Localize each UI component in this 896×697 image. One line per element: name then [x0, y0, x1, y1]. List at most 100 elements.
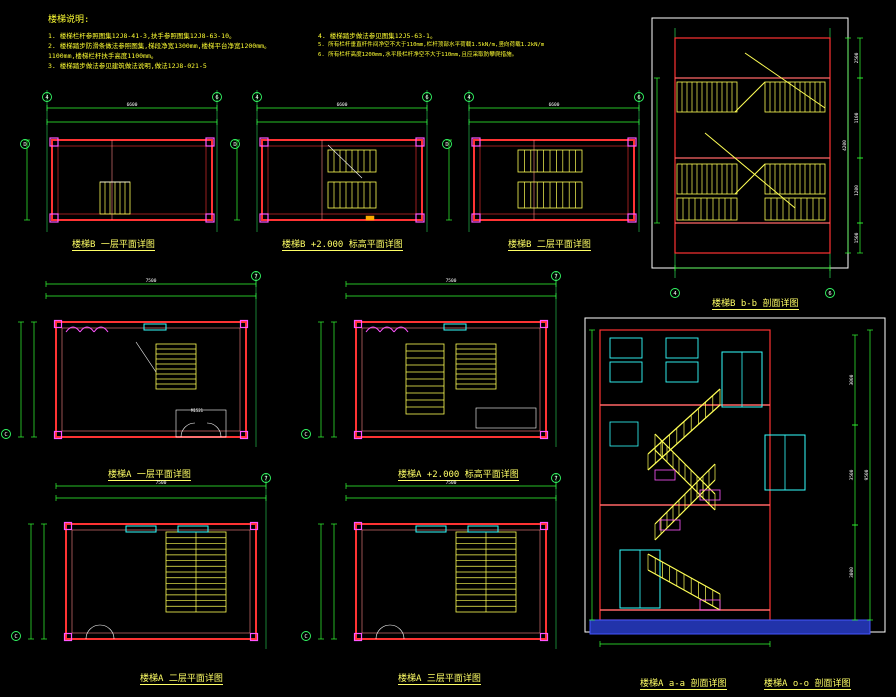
section-a-flight — [647, 553, 721, 611]
stair-flight-b1 — [99, 181, 131, 215]
column — [627, 137, 637, 147]
axis-6-bubble — [825, 288, 835, 298]
column — [539, 632, 549, 642]
plan-title-a-3f: 楼梯A 三层平面详图 — [398, 674, 481, 685]
column — [259, 137, 269, 147]
note-line: 3. 楼梯踏步做法参见建筑做法说明,做法12J8-021-5 — [48, 62, 207, 70]
section-b-walls — [674, 37, 831, 254]
handrail — [647, 388, 721, 455]
stringer — [744, 52, 826, 109]
b-wall-outline — [51, 139, 213, 221]
section-b-flight — [676, 81, 738, 113]
plan-title-b-2000: 楼梯B +2.000 标高平面详图 — [282, 240, 403, 251]
axis-6-label: 6 — [425, 95, 428, 101]
break-line — [327, 144, 363, 179]
stair-flight-b2-lower — [327, 181, 377, 209]
axis-row-bubble — [442, 139, 452, 149]
plan-title-a-2f: 楼梯A 二层平面详图 — [140, 674, 223, 685]
column — [63, 632, 73, 642]
door-swing-icon — [99, 624, 115, 640]
column — [353, 521, 363, 531]
section-b-flight — [764, 163, 826, 195]
axis-7-label: 7 — [254, 274, 257, 280]
section-b-flight — [676, 197, 738, 221]
window — [177, 525, 209, 533]
axis-4-bubble — [670, 288, 680, 298]
b-width-dim-text: 6600 — [127, 102, 138, 108]
axis-6-label: 6 — [215, 95, 218, 101]
stair-flight-a1 — [155, 343, 197, 390]
axis-row-label: D — [445, 142, 448, 148]
b-section-total-dim-text: 4200 — [842, 140, 848, 151]
column — [539, 319, 549, 329]
column — [63, 521, 73, 531]
section-title-a-oo: 楼梯A o-o 剖面详图 — [764, 679, 851, 690]
arch-icon — [93, 326, 109, 333]
landing-mark — [699, 489, 721, 501]
window — [609, 361, 643, 383]
axis-7-bubble — [261, 473, 271, 483]
column — [49, 137, 59, 147]
landing-mark — [699, 599, 721, 611]
axis-7-label: 7 — [264, 476, 267, 482]
stair-flight-a2-left — [405, 343, 445, 415]
axis-row-bubble — [230, 139, 240, 149]
a-wall-outline — [55, 321, 247, 438]
column — [239, 430, 249, 440]
axis-6-label: 6 — [828, 291, 831, 297]
column — [239, 319, 249, 329]
b-wall-inner — [267, 145, 417, 215]
axis-4-bubble — [464, 92, 474, 102]
door-swing-icon — [85, 624, 101, 640]
door-swing-icon — [389, 624, 405, 640]
window — [415, 525, 447, 533]
axis-row-label: D — [233, 142, 236, 148]
handrail — [654, 433, 716, 495]
section-a-frame — [584, 317, 886, 633]
axis-row-label: C — [304, 634, 307, 640]
section-b-flight — [764, 197, 826, 221]
section-a-flight — [647, 388, 721, 471]
column — [259, 213, 269, 223]
b-wall-outline — [473, 139, 635, 221]
note-line: 5. 所有栏杆垂直杆件间净空不大于110mm,栏杆顶部水平荷载1.5kN/m,竖… — [318, 42, 545, 48]
stair-flight-a2-right — [455, 343, 497, 390]
window — [443, 323, 467, 331]
stair-outline — [455, 343, 497, 390]
a-wall-inner — [61, 327, 241, 432]
axis-7-bubble — [251, 271, 261, 281]
note-line: 4. 楼梯踏步做法参见图集12J5-63-1。 — [318, 32, 437, 40]
window — [143, 323, 167, 331]
axis-6-label: 6 — [637, 95, 640, 101]
b-section-sub-dim-text: 1100 — [854, 112, 860, 123]
column — [205, 137, 215, 147]
column — [471, 213, 481, 223]
window — [609, 337, 643, 359]
section-title-a-aa: 楼梯A a-a 剖面详图 — [640, 679, 727, 690]
note-line: 1. 楼梯栏杆参照图集12J8-41-3,扶手参照图集12J8-63-10。 — [48, 32, 236, 40]
axis-4-bubble — [252, 92, 262, 102]
a-wall-inner — [71, 529, 251, 634]
plan-title-b-2f: 楼梯B 二层平面详图 — [508, 240, 591, 251]
column — [539, 430, 549, 440]
axis-row-label: C — [14, 634, 17, 640]
landing-mark — [659, 519, 681, 531]
section-b-flight — [764, 81, 826, 113]
landing-mark — [654, 469, 676, 481]
a-section-total-dim-text: 9500 — [864, 469, 870, 480]
column — [53, 430, 63, 440]
b-wall-inner — [57, 145, 207, 215]
axis-7-bubble — [551, 271, 561, 281]
axis-row-bubble — [301, 631, 311, 641]
door-swing-icon — [206, 422, 222, 438]
column — [49, 213, 59, 223]
column — [353, 632, 363, 642]
handrail — [654, 463, 716, 525]
a-section-floor-dim-text: 3000 — [849, 567, 855, 578]
window — [467, 525, 499, 533]
column — [415, 213, 425, 223]
door-swing-icon — [180, 422, 196, 438]
b-section-sub-dim-text: 1200 — [854, 185, 860, 196]
a-wall-outline — [355, 321, 547, 438]
a-wall-inner — [361, 529, 541, 634]
